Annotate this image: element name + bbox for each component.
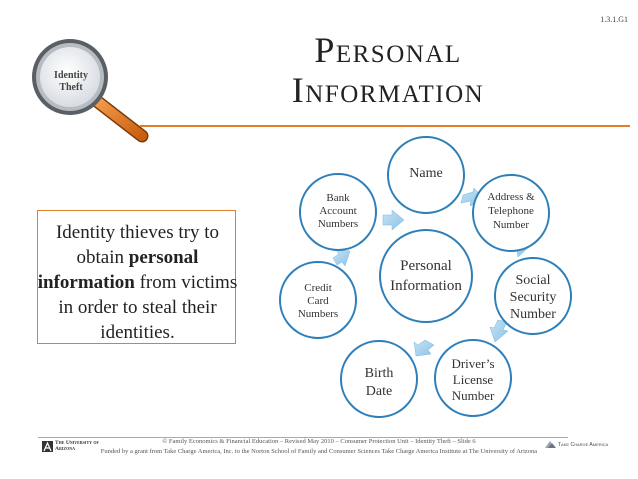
info-text-part1: Identity thieves try to obtain: [55, 222, 220, 268]
arrow-bank-name: [382, 209, 405, 231]
bank-line3: Numbers: [317, 218, 359, 230]
center-line1: Personal: [400, 258, 452, 274]
address-line3: Number: [492, 219, 530, 231]
bank-line1: Bank: [326, 192, 350, 204]
credit-line3: Numbers: [297, 308, 339, 320]
arrow-ssn-license: [489, 319, 509, 343]
node-name-label: Name: [386, 166, 466, 182]
node-bank-label: Bank Account Numbers: [298, 192, 378, 231]
page-title: Personal Information: [268, 30, 508, 110]
university-of-arizona-logo-text: The University of Arizona: [55, 440, 99, 452]
license-line3: Number: [451, 388, 495, 403]
cycle-nodes: [279, 136, 572, 418]
birth-line2: Date: [365, 384, 393, 399]
ssn-line1: Social: [515, 273, 551, 288]
footer-funding: Funded by a grant from Take Charge Ameri…: [100, 448, 538, 455]
node-name-circle: [387, 136, 465, 214]
arrow-credit-bank: [332, 249, 351, 267]
node-credit-label: Credit Card Numbers: [278, 282, 358, 321]
node-credit-circle: [279, 261, 357, 339]
node-ssn-label: Social Security Number: [493, 272, 573, 323]
ssn-line2: Security: [509, 290, 557, 305]
info-text: Identity thieves try to obtain personal …: [30, 220, 245, 345]
university-of-arizona-logo-icon: [42, 441, 53, 452]
take-charge-america-logo-icon: [545, 441, 556, 448]
node-license-label: Driver’s License Number: [433, 356, 513, 404]
ssn-line3: Number: [510, 307, 556, 322]
node-bank-circle: [299, 173, 377, 251]
footer-copyright: © Family Economics & Financial Education…: [162, 438, 476, 445]
footer-divider: [38, 437, 568, 438]
node-ssn-circle: [494, 257, 572, 335]
title-divider: [140, 125, 630, 127]
arrow-license-birth: [413, 339, 435, 357]
address-line1: Address &: [487, 191, 535, 203]
license-line2: License: [452, 372, 494, 387]
magnifier-icon: [32, 39, 149, 143]
info-text-highlight: personal information: [37, 247, 199, 293]
node-address-label: Address & Telephone Number: [471, 190, 551, 232]
magnifier-label: Identity Theft: [48, 70, 94, 94]
node-center-label: Personal Information: [376, 256, 476, 296]
magnifier-label-line2: Theft: [59, 82, 83, 93]
take-charge-america-logo-text: Take Charge America: [558, 442, 609, 448]
bank-line2: Account: [319, 205, 357, 217]
center-line2: Information: [390, 278, 462, 294]
title-line1: Personal: [314, 30, 462, 70]
birth-line1: Birth: [364, 366, 394, 381]
credit-line2: Card: [307, 295, 329, 307]
magnifier-label-line1: Identity: [54, 70, 88, 81]
name-line1: Name: [409, 166, 443, 181]
node-license-circle: [434, 339, 512, 417]
title-line2: Information: [291, 70, 485, 110]
node-birth-circle: [340, 340, 418, 418]
info-box: [37, 210, 236, 344]
node-center-circle: [379, 229, 473, 323]
license-line1: Driver’s: [451, 356, 495, 371]
node-birth-label: Birth Date: [339, 365, 419, 401]
address-line2: Telephone: [488, 205, 534, 217]
node-address-circle: [472, 174, 550, 252]
slide-code: 1.3.1.G1: [600, 15, 628, 24]
info-text-part2: from victims in order to steal their ide…: [58, 272, 238, 343]
credit-line1: Credit: [304, 282, 332, 294]
